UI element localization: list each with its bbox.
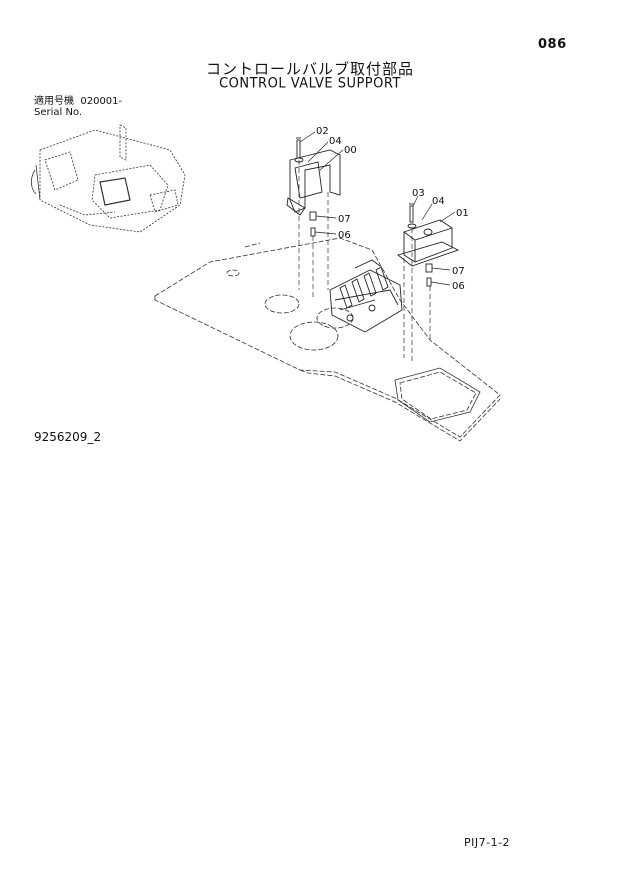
callout-00: 00 [344, 145, 357, 156]
callout-06: 06 [452, 281, 465, 292]
control-valve-assembly [329, 259, 403, 333]
figure-number: 9256209_2 [34, 430, 102, 444]
serial-info: 適用号機 020001- Serial No. [34, 96, 122, 118]
page-title-japanese: コントロールバルブ取付部品 [205, 60, 414, 78]
left-bracket-guides [298, 160, 329, 300]
callout-03: 03 [412, 188, 425, 199]
callout-07: 07 [452, 266, 465, 277]
callout-04: 04 [432, 196, 445, 207]
machine-overview-sketch [30, 124, 186, 233]
serial-label-jp: 適用号機 [34, 96, 74, 107]
page-number: 086 [538, 37, 567, 52]
left-bracket-callouts: 02 04 00 07 06 [316, 126, 357, 241]
callout-04: 04 [329, 136, 342, 147]
callout-07: 07 [338, 214, 351, 225]
page-title-english: CONTROL VALVE SUPPORT [219, 75, 401, 92]
right-bracket-callouts: 03 04 01 07 06 [412, 188, 469, 292]
right-bracket [397, 203, 460, 287]
callout-01: 01 [456, 208, 469, 219]
right-bracket-guides [403, 228, 431, 362]
footer-code: PIJ7-1-2 [464, 836, 511, 849]
callout-06: 06 [338, 230, 351, 241]
frame-plate [154, 237, 501, 442]
leader-lines [299, 131, 456, 286]
callout-02: 02 [316, 126, 329, 137]
left-bracket [286, 137, 341, 237]
serial-label-en: Serial No. [34, 107, 83, 118]
serial-value: 020001- [80, 96, 123, 107]
